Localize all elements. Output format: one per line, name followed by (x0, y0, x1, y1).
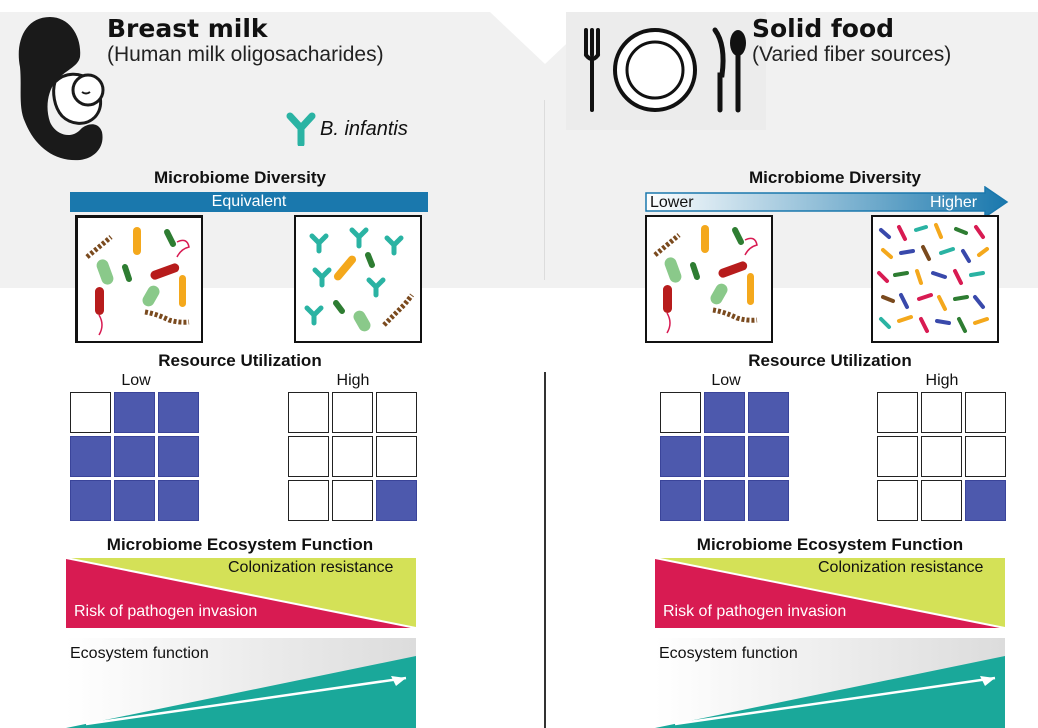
right-resource-heading: Resource Utilization (748, 351, 912, 370)
grid-cell-empty (376, 436, 417, 477)
grid-cell-empty (70, 392, 111, 433)
left-risk-label: Risk of pathogen invasion (74, 603, 258, 620)
grid-cell-filled (158, 480, 199, 521)
grid-cell-filled (748, 392, 789, 433)
grid-cell-empty (877, 436, 918, 477)
grid-cell-empty (288, 392, 329, 433)
species-label: B. infantis (320, 118, 408, 140)
left-title: Breast milk (107, 14, 268, 43)
grid-cell-empty (921, 480, 962, 521)
grid-cell-filled (158, 392, 199, 433)
lower-label: Lower (650, 194, 694, 211)
grid-cell-filled (748, 436, 789, 477)
right-diversity-heading: Microbiome Diversity (749, 168, 921, 187)
grid-cell-empty (877, 392, 918, 433)
grid-cell-empty (921, 436, 962, 477)
bifidobacterium-icon (286, 112, 316, 146)
knife-icon (712, 27, 726, 113)
grid-cell-empty (376, 392, 417, 433)
grid-cell-empty (332, 436, 373, 477)
grid-cell-empty (877, 480, 918, 521)
left-ecosystem-function-label: Ecosystem function (70, 645, 209, 662)
center-divider (544, 372, 546, 728)
grid-cell-empty (332, 392, 373, 433)
right-subtitle: (Varied fiber sources) (752, 43, 952, 66)
left-high-label: High (336, 372, 370, 389)
left-ecosystem-function-wedge (66, 638, 416, 728)
right-ecosystem-function-wedge (655, 638, 1005, 728)
diverse-bacteria-box (871, 215, 999, 343)
spoon-icon (730, 30, 746, 113)
left-risk-resistance-wedge (66, 558, 416, 629)
right-colonization-label: Colonization resistance (818, 559, 984, 576)
diversity-gradient-arrow (645, 186, 1009, 218)
grid-cell-filled (70, 436, 111, 477)
grid-cell-filled (660, 480, 701, 521)
infantis-bacteria-box (294, 215, 422, 343)
grid-cell-filled (660, 436, 701, 477)
grid-cell-filled (376, 480, 417, 521)
left-colonization-label: Colonization resistance (228, 559, 394, 576)
grid-cell-filled (704, 436, 745, 477)
right-risk-label: Risk of pathogen invasion (663, 603, 847, 620)
right-risk-resistance-wedge (655, 558, 1005, 629)
grid-cell-filled (70, 480, 111, 521)
grid-cell-filled (114, 392, 155, 433)
grid-cell-empty (288, 480, 329, 521)
food-icons (584, 27, 746, 113)
grid-cell-empty (660, 392, 701, 433)
left-high-grid (288, 392, 417, 521)
right-low-grid (660, 392, 789, 521)
mixed-bacteria-box (75, 215, 203, 343)
grid-cell-empty (921, 392, 962, 433)
grid-cell-empty (965, 436, 1006, 477)
mixed-bacteria-box-right (645, 215, 773, 343)
right-high-grid (877, 392, 1006, 521)
right-low-label: Low (711, 372, 741, 389)
grid-cell-empty (332, 480, 373, 521)
grid-cell-filled (114, 436, 155, 477)
plate-icon (613, 28, 697, 112)
grid-cell-filled (965, 480, 1006, 521)
right-title: Solid food (752, 14, 895, 43)
grid-cell-filled (158, 436, 199, 477)
right-ecosystem-function-label: Ecosystem function (659, 645, 798, 662)
higher-label: Higher (930, 194, 978, 211)
grid-cell-filled (748, 480, 789, 521)
left-diversity-heading: Microbiome Diversity (154, 168, 326, 187)
left-low-grid (70, 392, 199, 521)
grid-cell-filled (114, 480, 155, 521)
left-resource-heading: Resource Utilization (158, 351, 322, 370)
left-subtitle: (Human milk oligosacharides) (107, 43, 384, 66)
grid-cell-filled (704, 480, 745, 521)
fork-icon (584, 28, 600, 112)
right-ecosystem-heading: Microbiome Ecosystem Function (696, 535, 964, 554)
left-ecosystem-heading: Microbiome Ecosystem Function (106, 535, 374, 554)
mother-baby-icon (18, 17, 105, 161)
equivalent-bar: Equivalent (70, 192, 428, 212)
right-high-label: High (925, 372, 959, 389)
grid-cell-empty (288, 436, 329, 477)
grid-cell-filled (704, 392, 745, 433)
top-divider (544, 100, 545, 280)
grid-cell-empty (965, 392, 1006, 433)
left-low-label: Low (121, 372, 151, 389)
